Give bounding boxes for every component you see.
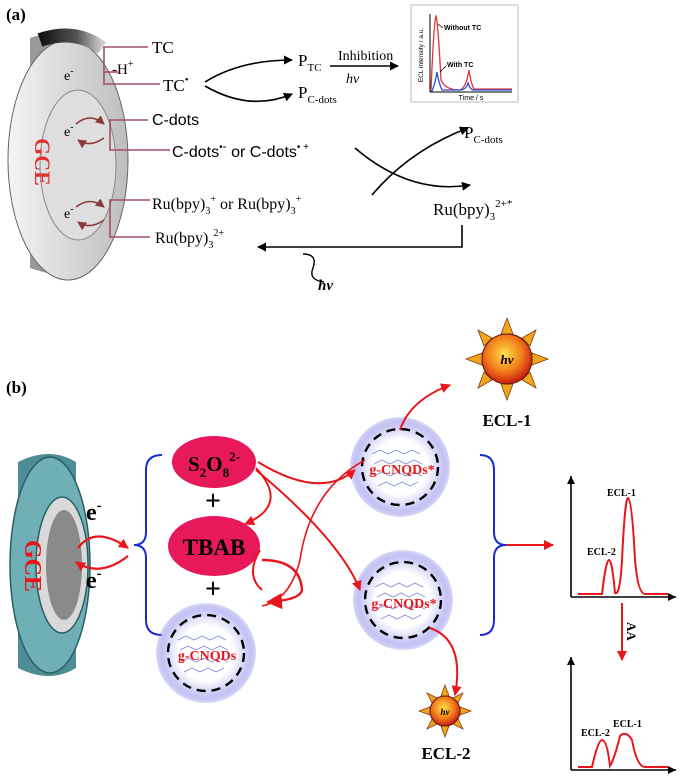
gcnqds-ground: g-CNQDs: [156, 603, 256, 703]
s2o8-label: S2O82-: [188, 449, 240, 480]
gcnqds-excited-label-2: g-CNQDs*: [371, 597, 436, 612]
aa-label: AA: [624, 622, 639, 641]
cdots-radicals-label: C-dots•- or C-dots• +: [172, 139, 309, 161]
panel-b: (b) GCE e- e- S2O82- + TBAB +: [6, 316, 676, 774]
p-cdots-label-1: PC-dots: [298, 83, 337, 106]
ecl-curve-2: [578, 732, 668, 769]
hv-label-b1: hv: [501, 352, 514, 367]
electron-b1: e-: [86, 498, 102, 526]
gcnqds-label: g-CNQDs: [178, 649, 237, 664]
panel-b-label: (b): [6, 378, 27, 397]
gcnqds-excited-lower: g-CNQDs*: [353, 550, 453, 650]
spec2-ecl2: ECL-2: [581, 728, 610, 739]
cdots-label: C-dots: [152, 112, 199, 129]
electron-a2: e-: [64, 122, 74, 140]
electron-a3: e-: [64, 204, 74, 222]
tbab-label: TBAB: [183, 535, 246, 560]
sun-icon-ecl1: hv: [464, 316, 550, 402]
p-cdots-label-2: PC-dots: [464, 123, 503, 146]
inset-ylabel: ECL intensity / a.u.: [418, 28, 425, 83]
ecl2-label: ECL-2: [421, 744, 470, 763]
spec1-ecl2: ECL-2: [587, 547, 616, 558]
inset-curve-with: [430, 71, 512, 92]
sun-icon-ecl2: hv: [417, 683, 473, 739]
electron-a1: e-: [64, 66, 74, 84]
gce-label-b: GCE: [19, 540, 45, 592]
reaction-arrows-a: [204, 55, 471, 252]
spec1-ecl1: ECL-1: [607, 488, 636, 499]
electron-transfer-arrows-a: [75, 115, 105, 231]
right-bracket-b: [479, 454, 507, 636]
tbab-ellipse: [168, 516, 260, 576]
plus-2: +: [205, 574, 221, 605]
inset-with-label: With TC: [447, 62, 473, 69]
p-tc-label: PTC: [298, 51, 322, 74]
gce-electrode-a: GCE: [7, 28, 129, 281]
ecl-spectrum-2: ECL-1 ECL-2: [567, 657, 676, 774]
inset-ecl-chart: ECL intensity / a.u. Time / s Without TC…: [410, 4, 519, 103]
gce-label-a: GCE: [30, 138, 55, 186]
ru-2plus-label: Ru(bpy)32+: [155, 228, 224, 251]
spec2-ecl1: ECL-1: [613, 719, 642, 730]
hv-label-b2: hv: [441, 707, 451, 717]
panel-a: (a) GCE e- e- e- TC -H+ TC•: [6, 4, 519, 294]
ecl-spectrum-1: ECL-1 ECL-2: [567, 476, 676, 601]
gcnqds-excited-upper: g-CNQDs*: [350, 417, 450, 517]
hv-label-a1: hv: [346, 72, 360, 87]
inset-xlabel: Time / s: [459, 95, 484, 102]
s2o8-ellipse: [172, 436, 256, 488]
ecl-curve-1: [578, 496, 668, 595]
plus-1: +: [205, 486, 221, 517]
inset-curve-without: [430, 14, 512, 91]
panel-a-label: (a): [6, 5, 26, 24]
hv-label-a2: hv: [318, 278, 333, 294]
ru-reduced-label: Ru(bpy)3+ or Ru(bpy)3+: [152, 194, 302, 217]
left-bracket-b: [133, 454, 163, 636]
electron-arrow-in: [77, 535, 129, 549]
ru-excited-label: Ru(bpy)32+*: [433, 198, 512, 223]
tc-radical-label: TC•: [163, 74, 189, 95]
electron-b2: e-: [86, 566, 102, 594]
reaction-arrows-b: [244, 383, 462, 696]
ecl1-label: ECL-1: [482, 411, 531, 430]
photon-squiggle-a: [302, 253, 325, 283]
gcnqds-excited-label-1: g-CNQDs*: [369, 463, 434, 478]
gce-electrode-b: GCE: [9, 454, 91, 676]
brackets-a: [103, 46, 170, 238]
minus-h-label: -H+: [112, 59, 134, 78]
electron-arrow-out: [75, 555, 129, 572]
inset-without-label: Without TC: [444, 25, 481, 32]
inhibition-label: Inhibition: [338, 49, 393, 64]
tc-label: TC: [152, 38, 174, 57]
